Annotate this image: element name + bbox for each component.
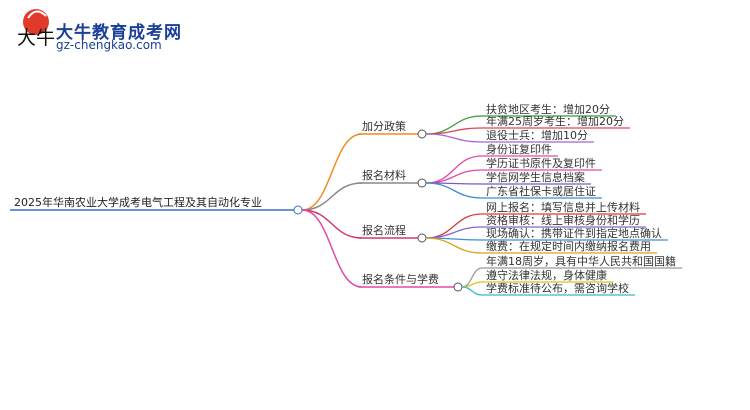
branch-connector — [301, 133, 363, 211]
leaf-node-label: 资格审核：线上审核身份和学历 — [486, 213, 640, 227]
branch-node-dot — [417, 129, 427, 139]
branch-connector — [301, 209, 363, 288]
logo-glyph: 大牛 — [17, 27, 55, 49]
leaf-connector — [425, 127, 483, 135]
branch-node-dot — [453, 282, 463, 292]
site-url: gz-chengkao.com — [56, 38, 162, 52]
site-title: 大牛教育成考网 — [56, 23, 182, 43]
leaf-node-label: 遵守法律法规，身体健康 — [486, 268, 607, 282]
leaf-node-label: 身份证复印件 — [486, 142, 552, 156]
leaf-connector — [425, 237, 483, 254]
leaf-connector — [425, 182, 483, 199]
branch-connector — [301, 209, 363, 239]
leaf-connector — [425, 169, 483, 184]
leaf-node-label: 学历证书原件及复印件 — [486, 156, 596, 170]
root-node-dot — [293, 205, 303, 215]
leaf-connector — [425, 133, 483, 143]
leaf-node-label: 广东省社保卡或居住证 — [486, 184, 596, 198]
leaf-node-label: 扶贫地区考生：增加20分 — [486, 102, 610, 116]
leaf-node-label: 年满18周岁，具有中华人民共和国国籍 — [486, 254, 676, 268]
branch-node-dot — [417, 178, 427, 188]
leaf-node-label: 学费标准待公布，需咨询学校 — [486, 281, 629, 295]
leaf-node-label: 网上报名：填写信息并上传材料 — [486, 200, 640, 214]
leaf-connector — [425, 213, 483, 239]
branch-node-label: 报名材料 — [362, 168, 406, 182]
branch-node-label: 报名流程 — [362, 223, 406, 237]
leaf-node-label: 退役士兵：增加10分 — [486, 128, 588, 142]
branch-node-label: 加分政策 — [362, 119, 406, 133]
leaf-node-label: 缴费：在规定时间内缴纳报名费用 — [486, 239, 651, 253]
leaf-connector — [461, 281, 483, 288]
site-logo: 大牛 — [0, 0, 56, 60]
leaf-node-label: 现场确认：携带证件到指定地点确认 — [486, 226, 662, 240]
bull-logo-icon: 大牛 — [17, 9, 55, 49]
leaf-node-label: 年满25周岁考生：增加20分 — [486, 114, 624, 128]
leaf-connector — [425, 155, 483, 184]
branch-node-label: 报名条件与学费 — [362, 272, 439, 286]
leaf-node-label: 学信网学生信息档案 — [486, 170, 585, 184]
branch-node-dot — [417, 233, 427, 243]
leaf-connector — [461, 286, 483, 296]
leaf-connector — [425, 226, 483, 239]
branch-connector — [301, 182, 363, 211]
root-node-label: 2025年华南农业大学成考电气工程及其自动化专业 — [14, 195, 262, 209]
